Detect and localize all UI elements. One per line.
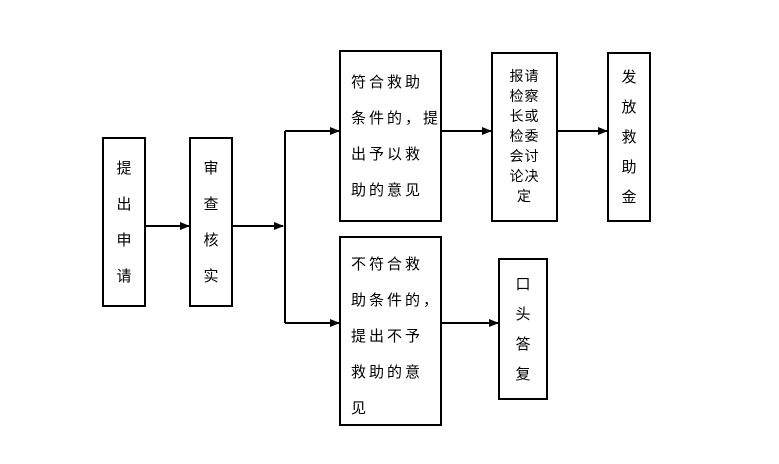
node-ineligible: 不符合救 助条件的， 提出不予 救助的意 见 [339,236,442,426]
node-grant: 发 放 救 助 金 [607,52,651,222]
node-apply: 提 出 申 请 [102,137,146,307]
node-apply-label: 提 出 申 请 [116,159,132,285]
node-grant-label: 发 放 救 助 金 [621,68,637,206]
node-eligible-label: 符合救助 条件的，提 出予以救 助的意见 [351,73,442,199]
node-report: 报请 检察 长或 检委 会讨 论决 定 [491,52,558,222]
node-ineligible-label: 不符合救 助条件的， 提出不予 救助的意 见 [351,255,442,417]
node-review-label: 审 查 核 实 [203,159,219,285]
node-reply-label: 口 头 答 复 [515,275,531,383]
node-reply: 口 头 答 复 [498,258,548,400]
node-eligible: 符合救助 条件的，提 出予以救 助的意见 [339,50,442,222]
node-report-label: 报请 检察 长或 检委 会讨 论决 定 [509,69,540,205]
node-review: 审 查 核 实 [189,137,233,307]
